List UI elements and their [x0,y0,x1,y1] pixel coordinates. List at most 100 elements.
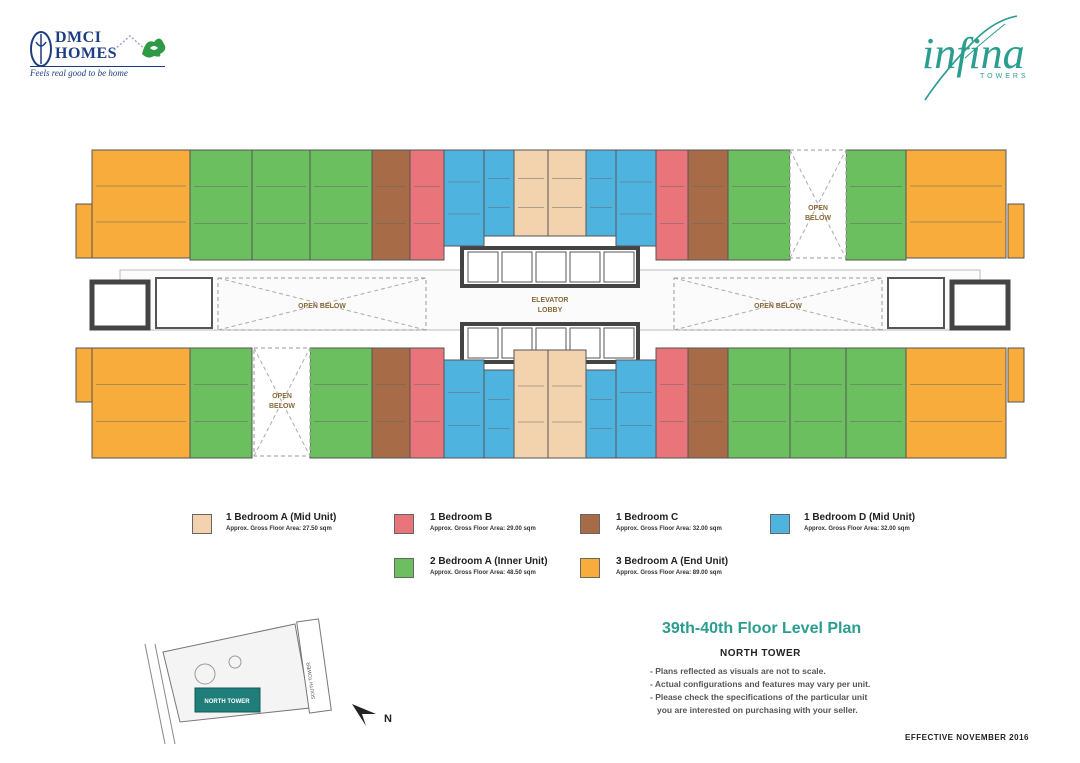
unit-1br-b [655,347,689,459]
open-label: OPEN [808,205,828,212]
units-top-row [75,149,1025,403]
dmci-rule [30,66,165,67]
floor-plan: OPEN BELOW OPEN BELOW ELEVATOR LOBBY OPE… [75,149,1025,459]
unit-1br-c [371,347,411,459]
legend-swatch [580,514,600,534]
open-below-left: OPEN BELOW [217,277,427,331]
unit-1br-a [547,149,587,237]
note-line: - Plans reflected as visuals are not to … [650,666,826,676]
unit-1br-c [687,149,729,261]
plan-title: 39th-40th Floor Level Plan [662,620,862,637]
lobby-label: LOBBY [538,307,563,314]
balcony [1007,347,1025,403]
legend-name: 1 Bedroom D (Mid Unit) [804,512,916,523]
legend-area: Approx. Gross Floor Area: 32.00 sqm [616,526,722,532]
legend-area: Approx. Gross Floor Area: 32.00 sqm [804,526,910,532]
unit-2br-a [845,347,907,459]
elevator-label: ELEVATOR [532,297,569,304]
unit-3br-a [905,149,1007,259]
infina-towers-text: TOWERS [980,73,1029,80]
unit-1br-b [655,149,689,261]
stair-right [949,279,1011,331]
note-line: you are interested on purchasing with yo… [657,705,858,715]
north-arrow-icon: N [352,704,392,726]
south-tower-label: SOUTH TOWER [306,661,317,699]
legend-name: 1 Bedroom B [430,512,493,523]
unit-2br-a [251,149,311,261]
north-tower-label: NORTH TOWER [204,699,250,705]
service-room-right [887,277,945,329]
legend-swatch [394,514,414,534]
legend-area: Approx. Gross Floor Area: 27.50 sqm [226,526,332,532]
unit-1br-b [409,347,445,459]
elevator-cab [603,251,635,283]
unit-2br-a [189,347,253,459]
legend-name: 3 Bedroom A (End Unit) [616,556,729,567]
unit-3br-a [91,347,191,459]
tower-name: NORTH TOWER [720,648,801,659]
unit-2br-a [789,347,847,459]
dmci-logo-text: DMCI HOMES [55,30,117,62]
infina-logo-text: infina [922,29,1025,78]
dmci-line2: HOMES [55,45,118,62]
unit-1br-d [615,359,657,459]
note-line: - Please check the specifications of the… [650,692,868,702]
unit-2br-a [309,347,373,459]
elevator-cab [467,251,499,283]
unit-1br-d [585,149,617,237]
house-icon [113,35,166,58]
unit-1br-d [585,369,617,459]
legend-name: 1 Bedroom A (Mid Unit) [226,512,337,523]
below-label: BELOW [805,215,831,222]
unit-1br-a [513,149,549,237]
units-bottom-row [91,347,1007,459]
unit-1br-c [687,347,729,459]
service-room-left [155,277,213,329]
plan-notes: - Plans reflected as visuals are not to … [650,665,870,717]
open-below-bottom-left: OPEN BELOW [253,347,311,457]
legend-area: Approx. Gross Floor Area: 89.00 sqm [616,570,722,576]
elevator-cab [569,251,601,283]
unit-1br-d [443,359,485,459]
unit-3br-a [905,347,1007,459]
unit-3br-a [91,149,191,259]
unit-1br-c [371,149,411,261]
balcony [75,347,93,403]
north-tower-block [194,687,261,713]
below-label: BELOW [269,403,295,410]
open-label: OPEN [272,393,292,400]
open-below-label: OPEN BELOW [754,303,802,310]
legend-name: 1 Bedroom C [616,512,679,523]
unit-1br-d [483,369,515,459]
open-below-top-right: OPEN BELOW [789,149,847,259]
open-below-label: OPEN BELOW [298,303,346,310]
effective-date: EFFECTIVE NOVEMBER 2016 [905,733,1029,742]
note-line: - Actual configurations and features may… [650,679,871,689]
unit-2br-a [727,149,791,261]
dmci-emblem-icon [30,31,52,67]
elevator-cab [603,327,635,359]
site-map: NORTH TOWER SOUTH TOWER [144,618,332,744]
unit-2br-a [309,149,373,261]
legend-name: 2 Bedroom A (Inner Unit) [430,556,548,567]
balcony [75,203,93,259]
unit-1br-b [409,149,445,261]
elevator-cab [501,251,533,283]
legend-area: Approx. Gross Floor Area: 29.00 sqm [430,526,536,532]
unit-1br-a [547,349,587,459]
unit-2br-a [845,149,907,261]
south-tower-block [296,618,332,714]
balcony [1007,203,1025,259]
elevator-cab [467,327,499,359]
legend-swatch [580,558,600,578]
elevator-cab [535,251,567,283]
compass-label: N [384,713,392,725]
legend-swatch [770,514,790,534]
unit-2br-a [727,347,791,459]
unit-1br-d [483,149,515,237]
stair-left [89,279,151,331]
unit-2br-a [189,149,253,261]
dmci-line1: DMCI [55,29,102,46]
unit-1br-d [615,149,657,247]
unit-1br-d [443,149,485,247]
